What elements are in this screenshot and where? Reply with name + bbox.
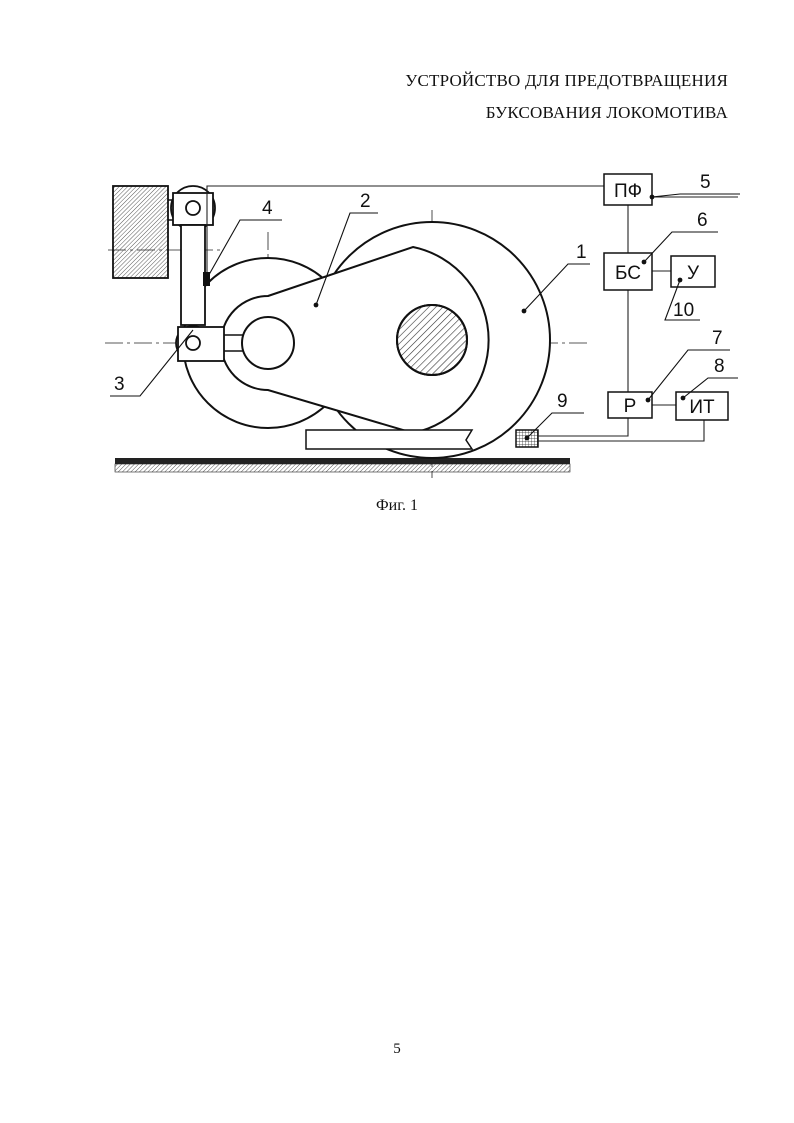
page-number: 5 <box>393 1041 401 1057</box>
wiring <box>206 185 738 442</box>
callout-5: 5 <box>700 172 711 193</box>
block-u: У <box>670 255 716 288</box>
upper-hinge <box>170 185 216 231</box>
block-it-label: ИТ <box>689 397 715 418</box>
block-pf: ПФ <box>603 173 653 206</box>
callout-10: 10 <box>673 300 694 321</box>
frame-bar <box>305 429 474 450</box>
callout-1: 1 <box>576 242 587 263</box>
block-bs: БС <box>603 252 653 291</box>
block-pf-label: ПФ <box>614 181 642 202</box>
block-bs-label: БС <box>615 263 641 284</box>
lever <box>220 245 490 435</box>
block-u-label: У <box>687 263 700 284</box>
document-title-line-1: УСТРОЙСТВО ДЛЯ ПРЕДОТВРАЩЕНИЯ <box>405 71 728 90</box>
lower-hinge <box>175 325 244 362</box>
link-rod <box>180 224 206 326</box>
callout-7: 7 <box>712 328 723 349</box>
callout-8: 8 <box>714 356 725 377</box>
locomotive-slip-device-diagram: ПФ БС У Р ИТ 1 2 3 <box>105 172 740 478</box>
callout-3: 3 <box>114 374 125 395</box>
callout-6: 6 <box>697 210 708 231</box>
block-r: Р <box>607 391 653 419</box>
block-r-label: Р <box>624 396 637 417</box>
leader-lines <box>110 193 740 439</box>
figure-caption: Фиг. 1 <box>376 497 418 514</box>
callout-2: 2 <box>360 191 371 212</box>
callout-9: 9 <box>557 391 568 412</box>
lever-bore <box>241 316 295 370</box>
callout-4: 4 <box>262 198 273 219</box>
document-title-line-2: БУКСОВАНИЯ ЛОКОМОТИВА <box>485 103 728 122</box>
motor <box>112 185 169 279</box>
rail <box>114 458 571 473</box>
